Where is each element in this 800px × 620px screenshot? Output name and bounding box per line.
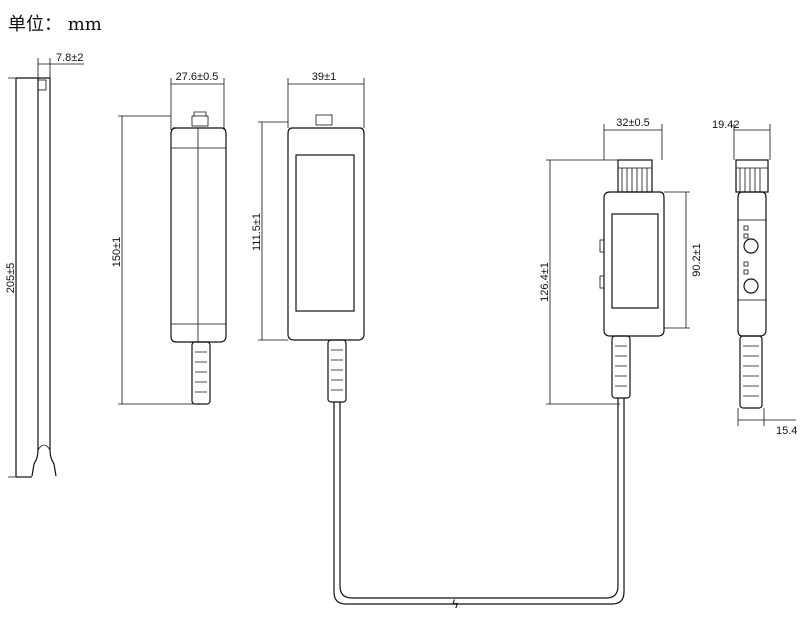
- unit-connector: [611, 335, 631, 399]
- unit-title: 单位： mm: [8, 14, 102, 35]
- button-top-icon: [743, 238, 759, 254]
- side-cap: [735, 159, 769, 193]
- side-height-label: 150±1: [111, 237, 123, 268]
- rod-length-label: 205±5: [5, 263, 17, 294]
- front-connector: [327, 339, 347, 403]
- unit-width-label: 32±0.5: [616, 117, 650, 129]
- side-connector-right: [739, 335, 763, 409]
- narrow-base-label: 15.4: [776, 425, 797, 437]
- rod-view: 7.8±2 205±5: [5, 52, 84, 478]
- front-width-label: 39±1: [312, 71, 336, 83]
- controller-view: 32±0.5 126.4±1 90.2±1: [539, 117, 703, 405]
- rod-width-label: 7.8±2: [56, 52, 83, 64]
- unit-body-height-label: 90.2±1: [691, 243, 703, 277]
- side-connector: [191, 341, 211, 405]
- side-width-label: 27.6±0.5: [176, 71, 219, 83]
- unit-total-height-label: 126.4±1: [539, 262, 551, 302]
- cable: ϟ: [333, 398, 625, 611]
- rod-tip: [37, 79, 47, 91]
- front-window: [295, 154, 355, 312]
- cable-break-mark: ϟ: [452, 597, 459, 611]
- button-bottom-icon: [743, 278, 759, 294]
- narrow-width-label: 19.42: [712, 119, 740, 131]
- unit-window: [611, 213, 659, 309]
- front-height-label: 111.5±1: [251, 213, 263, 251]
- front-view: 39±1 111.5±1: [251, 71, 365, 403]
- side-view: 27.6±0.5 150±1: [111, 71, 227, 405]
- controller-side-view: 19.42 15.4: [712, 119, 797, 437]
